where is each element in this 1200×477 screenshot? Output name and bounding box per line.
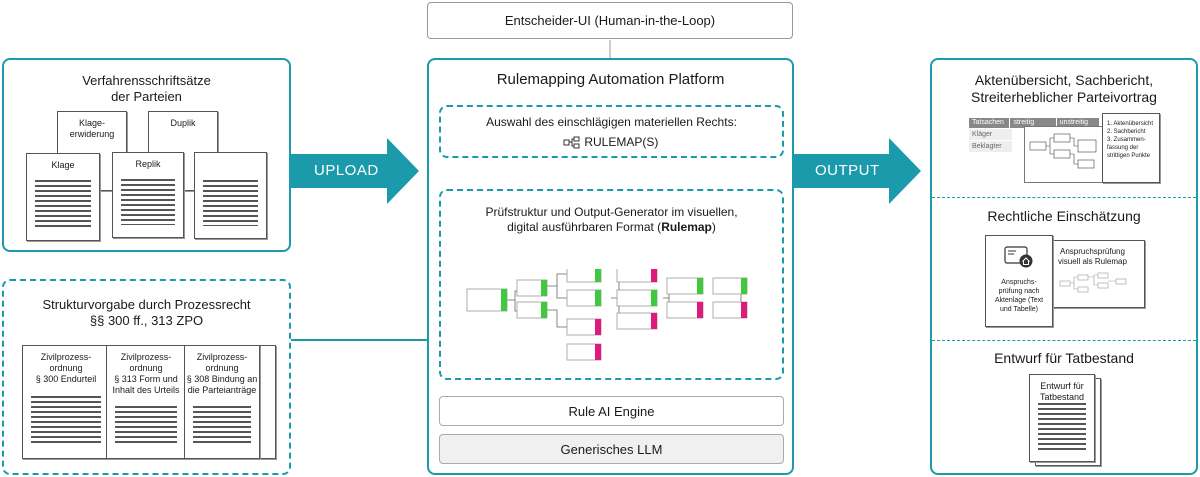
rulemap-visual-card: Anspruchsprüfung visuell als Rulemap xyxy=(1047,240,1145,308)
doc-extra xyxy=(194,152,267,239)
section-draft-title: Entwurf für Tatbestand xyxy=(994,350,1134,366)
zpo-book-313: Zivilprozess- ordnung § 313 Form und Inh… xyxy=(106,345,186,459)
divider-2 xyxy=(932,340,1196,341)
procedural-law-panel: Strukturvorgabe durch Prozessrecht §§ 30… xyxy=(2,279,291,475)
party-briefs-title: Verfahrensschriftsätze der Parteien xyxy=(82,73,211,104)
upload-arrow xyxy=(291,138,419,204)
section-overview-title: Aktenübersicht, Sachbericht, Streiterheb… xyxy=(971,72,1157,105)
procedural-law-title: Strukturvorgabe durch Prozessrecht §§ 30… xyxy=(42,297,251,328)
doc-replik: Replik xyxy=(112,152,184,238)
generic-llm: Generisches LLM xyxy=(439,434,784,464)
law-selection-box: Auswahl des einschlägigen materiellen Re… xyxy=(439,105,784,158)
output-label: OUTPUT xyxy=(815,162,880,179)
platform-title: Rulemapping Automation Platform xyxy=(496,71,725,88)
divider-1 xyxy=(932,197,1196,198)
rulemap-graph xyxy=(466,269,748,361)
rulemaps-label: RULEMAP(S) xyxy=(584,135,659,149)
rulemapping-platform: Rulemapping Automation Platform Auswahl … xyxy=(427,58,794,475)
generator-text: Prüfstruktur und Output-Generator im vis… xyxy=(485,205,738,234)
rulemaps-row: RULEMAP(S) xyxy=(563,135,658,150)
document-home-icon xyxy=(1004,246,1033,268)
text-table-card: Anspruchs- prüfung nach Aktenlage (Text … xyxy=(985,235,1053,327)
law-selection-text: Auswahl des einschlägigen materiellen Re… xyxy=(486,115,737,129)
zpo-book-300: Zivilprozess- ordnung § 300 Endurteil xyxy=(22,345,110,459)
section-legal-title: Rechtliche Einschätzung xyxy=(987,208,1141,224)
output-panel: Aktenübersicht, Sachbericht, Streiterheb… xyxy=(930,58,1198,475)
draft-doc: Entwurf für Tatbestand xyxy=(1029,374,1095,462)
rulemap-generator-box: Prüfstruktur und Output-Generator im vis… xyxy=(439,189,784,380)
rulemap-icon xyxy=(563,136,580,149)
zpo-book-308: Zivilprozess- ordnung § 308 Bindung an d… xyxy=(184,345,260,459)
output-arrow xyxy=(793,138,921,204)
facts-table: Tatsachen streitig unstreitig Kläger Bek… xyxy=(969,118,1099,152)
overview-map-thumbnail xyxy=(1024,126,1115,183)
doc-klage: Klage xyxy=(26,153,100,241)
rule-ai-engine: Rule AI Engine xyxy=(439,396,784,426)
summary-doc: 1. Aktenübersicht 2. Sachbericht 3. Zusa… xyxy=(1102,113,1160,183)
party-briefs-panel: Verfahrensschriftsätze der Parteien Klag… xyxy=(2,58,291,252)
decision-ui-header: Entscheider-UI (Human-in-the-Loop) xyxy=(427,2,793,39)
header-title: Entscheider-UI (Human-in-the-Loop) xyxy=(504,13,716,28)
upload-label: UPLOAD xyxy=(314,162,379,179)
